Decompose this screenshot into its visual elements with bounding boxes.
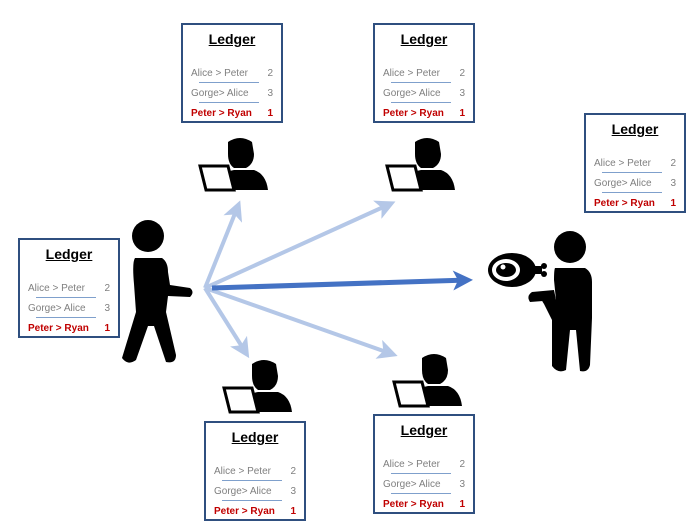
ledger-entry: Peter > Ryan (191, 108, 252, 119)
ledger-title: Ledger (45, 246, 93, 262)
ledger-row: Gorge> Alice 3 (381, 85, 467, 103)
ledger-amount: 3 (670, 178, 676, 189)
ham-icon (488, 253, 547, 287)
ledger-entry: Peter > Ryan (214, 506, 275, 517)
ledger-amount: 1 (459, 499, 465, 510)
ledger-box: Ledger Alice > Peter 2 Gorge> Alice 3 Pete… (181, 23, 283, 123)
ledger-entry: Gorge> Alice (214, 486, 272, 497)
ledger-amount: 1 (104, 323, 110, 334)
ledger-row: Alice > Peter 2 (189, 65, 275, 83)
ledger-row: Alice > Peter 2 (381, 456, 467, 474)
ledger-row: Alice > Peter 2 (592, 155, 678, 173)
ledger-amount: 2 (267, 68, 273, 79)
ledger-entry: Peter > Ryan (28, 323, 89, 334)
ledger-entry: Gorge> Alice (191, 88, 249, 99)
ledger-box: Ledger Alice > Peter 2 Gorge> Alice 3 Pete… (373, 23, 475, 123)
person-holding-meat-icon (528, 231, 592, 372)
ledger-divider (391, 493, 451, 494)
arrow-to-node-top-right (204, 200, 396, 290)
ledger-row-new: Peter > Ryan 1 (212, 503, 298, 521)
ledger-entry: Alice > Peter (594, 158, 651, 169)
ledger-row-new: Peter > Ryan 1 (592, 195, 678, 213)
ledger-row: Alice > Peter 2 (26, 280, 112, 298)
ledger-entry: Alice > Peter (28, 283, 85, 294)
ledger-row-new: Peter > Ryan 1 (26, 320, 112, 338)
ledger-amount: 3 (459, 479, 465, 490)
ledger-divider (222, 500, 282, 501)
ledger-row: Gorge> Alice 3 (26, 300, 112, 318)
ledger-entry: Peter > Ryan (383, 499, 444, 510)
ledger-row: Gorge> Alice 3 (212, 483, 298, 501)
ledger-divider (199, 102, 259, 103)
ledger-entry: Gorge> Alice (28, 303, 86, 314)
ledger-amount: 2 (459, 68, 465, 79)
ledger-amount: 3 (459, 88, 465, 99)
ledger-title: Ledger (400, 31, 448, 47)
ledger-box: Ledger Alice > Peter 2 Gorge> Alice 3 Pete… (18, 238, 120, 338)
ledger-amount: 3 (267, 88, 273, 99)
ledger-amount: 3 (290, 486, 296, 497)
ledger-title: Ledger (611, 121, 659, 137)
ledger-divider (391, 102, 451, 103)
ledger-divider (391, 473, 451, 474)
ledger-amount: 1 (670, 198, 676, 209)
ledger-entry: Alice > Peter (383, 459, 440, 470)
ledger-box: Ledger Alice > Peter 2 Gorge> Alice 3 Pete… (584, 113, 686, 213)
ledger-amount: 1 (290, 506, 296, 517)
ledger-amount: 3 (104, 303, 110, 314)
ledger-title: Ledger (231, 429, 279, 445)
ledger-box: Ledger Alice > Peter 2 Gorge> Alice 3 Pete… (204, 421, 306, 521)
person-with-laptop-icon (222, 360, 292, 414)
walking-person-icon (122, 220, 193, 363)
ledger-divider (602, 192, 662, 193)
ledger-row-new: Peter > Ryan 1 (189, 105, 275, 123)
ledger-entry: Alice > Peter (191, 68, 248, 79)
ledger-divider (222, 480, 282, 481)
ledger-row-new: Peter > Ryan 1 (381, 496, 467, 514)
ledger-title: Ledger (400, 422, 448, 438)
ledger-row: Alice > Peter 2 (381, 65, 467, 83)
arrow-to-node-bottom-right (204, 286, 398, 359)
arrow-to-node-top-left (203, 200, 243, 289)
ledger-row: Gorge> Alice 3 (189, 85, 275, 103)
ledger-entry: Peter > Ryan (594, 198, 655, 209)
ledger-amount: 2 (459, 459, 465, 470)
ledger-row: Gorge> Alice 3 (592, 175, 678, 193)
ledger-box: Ledger Alice > Peter 2 Gorge> Alice 3 Pete… (373, 414, 475, 514)
arrow-to-receiver (211, 270, 473, 291)
person-with-laptop-icon (198, 138, 268, 192)
ledger-entry: Alice > Peter (214, 466, 271, 477)
ledger-divider (199, 82, 259, 83)
ledger-divider (36, 297, 96, 298)
ledger-amount: 1 (459, 108, 465, 119)
ledger-row-new: Peter > Ryan 1 (381, 105, 467, 123)
ledger-entry: Gorge> Alice (383, 479, 441, 490)
ledger-entry: Peter > Ryan (383, 108, 444, 119)
ledger-amount: 1 (267, 108, 273, 119)
ledger-entry: Gorge> Alice (594, 178, 652, 189)
ledger-divider (391, 82, 451, 83)
ledger-row: Gorge> Alice 3 (381, 476, 467, 494)
ledger-amount: 2 (104, 283, 110, 294)
arrow-to-node-bottom-left (203, 286, 250, 359)
person-with-laptop-icon (385, 138, 455, 192)
ledger-amount: 2 (670, 158, 676, 169)
ledger-entry: Gorge> Alice (383, 88, 441, 99)
ledger-title: Ledger (208, 31, 256, 47)
ledger-amount: 2 (290, 466, 296, 477)
ledger-entry: Alice > Peter (383, 68, 440, 79)
ledger-row: Alice > Peter 2 (212, 463, 298, 481)
ledger-divider (602, 172, 662, 173)
ledger-divider (36, 317, 96, 318)
person-with-laptop-icon (392, 354, 462, 408)
